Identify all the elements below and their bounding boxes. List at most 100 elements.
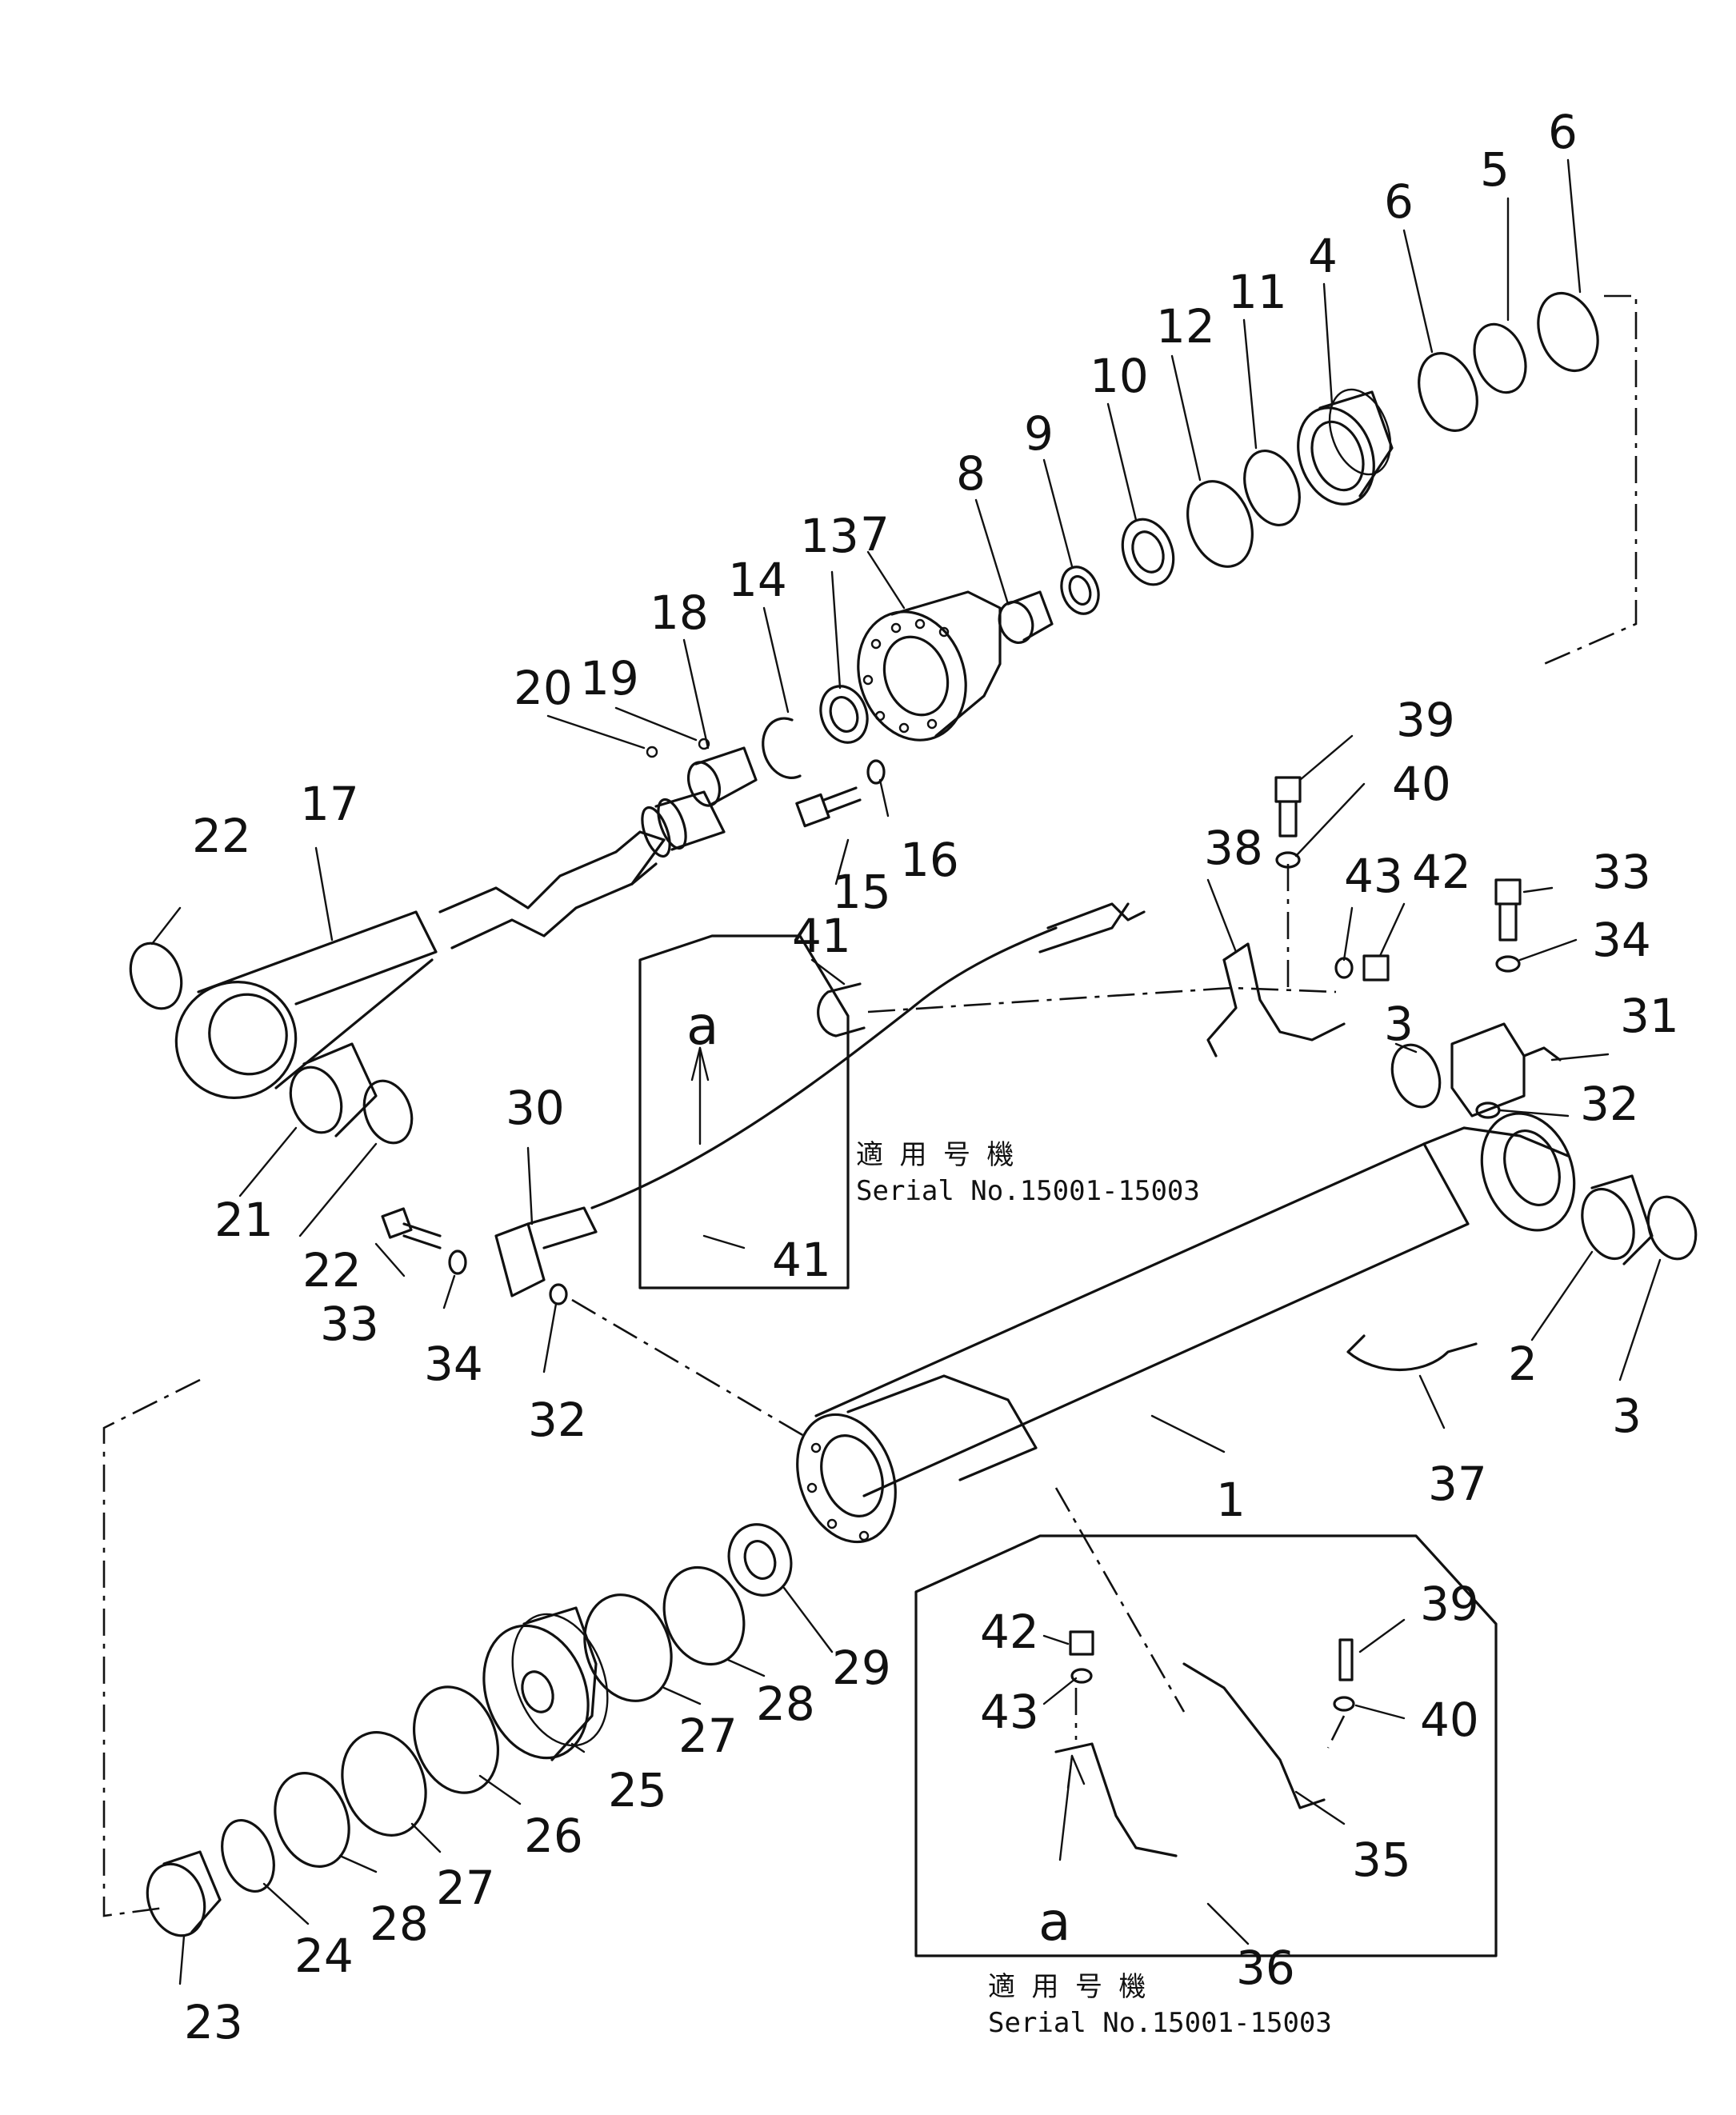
ball-19-part xyxy=(698,738,710,750)
callout-3: 3 xyxy=(1384,997,1414,1051)
callout-13: 13 xyxy=(800,509,859,563)
callout-1: 1 xyxy=(1216,1473,1246,1527)
nut-42-part xyxy=(1362,954,1390,982)
cylinder-head-part xyxy=(857,590,1002,742)
washer-34b-part xyxy=(1495,955,1521,973)
ring-11-part xyxy=(1243,449,1301,527)
nut-29-part xyxy=(727,1523,793,1597)
callout-43: 43 xyxy=(980,1685,1039,1739)
serial-note-lower-line1: 適 用 号 機 xyxy=(988,1971,1146,2003)
bushing-21-part xyxy=(289,1042,378,1137)
callout-38: 38 xyxy=(1204,821,1263,875)
bolt-33b-part xyxy=(1494,878,1522,942)
callout-9: 9 xyxy=(1024,406,1054,461)
callout-20: 20 xyxy=(514,661,573,715)
ring-13-part xyxy=(819,685,869,744)
callout-40: 40 xyxy=(1420,1693,1479,1747)
callout-27: 27 xyxy=(678,1709,738,1763)
callout-40: 40 xyxy=(1392,757,1451,811)
callout-5: 5 xyxy=(1480,142,1510,197)
seal-9-part xyxy=(1060,566,1100,615)
bolt-33a-part xyxy=(381,1207,442,1249)
dust-seal-3a-part xyxy=(1390,1043,1442,1109)
u-pipe-41-part xyxy=(817,982,866,1038)
ring-5-part xyxy=(1473,322,1527,394)
ring-6a-part xyxy=(1418,351,1478,433)
callout-35: 35 xyxy=(1352,1833,1411,1887)
ring-6b-part xyxy=(1537,291,1599,373)
callout-31: 31 xyxy=(1620,989,1679,1043)
centerline-clamp xyxy=(867,986,1337,1014)
serial-note-lower-line2: Serial No.15001-15003 xyxy=(988,2007,1332,2039)
bushing-part xyxy=(686,746,758,807)
callout-16: 16 xyxy=(900,833,959,887)
callout-27: 27 xyxy=(436,1861,495,1915)
serial-note-upper: 適 用 号 機 Serial No.15001-15003 xyxy=(856,1139,1200,1207)
callout-28: 28 xyxy=(756,1677,815,1731)
inset-box-a xyxy=(638,934,850,1289)
piston-part xyxy=(1297,388,1394,506)
callout-28: 28 xyxy=(370,1897,429,1951)
inset-b-parts xyxy=(1054,1630,1355,1857)
snap-ring-part xyxy=(762,717,802,779)
ring-24-part xyxy=(221,1818,275,1893)
piping-group xyxy=(494,902,1562,1371)
callout-42: 42 xyxy=(1412,845,1471,899)
hose-part xyxy=(590,926,1058,1209)
callout-41: 41 xyxy=(792,909,851,963)
piston-rod-part xyxy=(174,790,726,1099)
callout-21: 21 xyxy=(214,1193,274,1247)
callout-33: 33 xyxy=(320,1297,379,1351)
dust-seal-22b-part xyxy=(362,1079,414,1145)
dust-seal-3b-part xyxy=(1646,1195,1698,1261)
piston-25-part xyxy=(482,1606,609,1761)
ring-28a-part xyxy=(662,1565,746,1666)
callout-32: 32 xyxy=(1580,1077,1639,1131)
callout-43: 43 xyxy=(1344,849,1403,903)
ring-26-part xyxy=(412,1685,500,1794)
washer-34a-part xyxy=(448,1249,467,1275)
ball-20-part xyxy=(646,746,658,758)
callout-30: 30 xyxy=(506,1081,565,1135)
callout-42: 42 xyxy=(980,1605,1039,1659)
bushing-2-part xyxy=(1581,1174,1654,1265)
callout-23: 23 xyxy=(184,1995,243,2049)
callout-32: 32 xyxy=(528,1393,587,1447)
bolt-39-part xyxy=(1274,776,1302,838)
washer-16-part xyxy=(866,759,886,785)
callout-25: 25 xyxy=(608,1763,667,1817)
leader-lines xyxy=(150,158,1662,1985)
callout-24: 24 xyxy=(294,1929,354,1983)
ring-27b-part xyxy=(341,1731,427,1837)
lower-parts-group xyxy=(146,1523,793,1937)
washer-43-part xyxy=(1334,957,1354,979)
callout-8: 8 xyxy=(956,446,986,501)
callout-17: 17 xyxy=(300,777,359,831)
view-letter-a: a xyxy=(686,995,718,1057)
callout-numbers: 6564111210987131418192017222122151639403… xyxy=(184,105,1679,2049)
block-31-part xyxy=(1450,1022,1562,1117)
clamp-37-part xyxy=(1346,1334,1478,1371)
cylinder-tube-part xyxy=(796,1112,1576,1544)
rod-assembly-group xyxy=(129,291,1599,1145)
callout-6: 6 xyxy=(1384,174,1414,229)
callout-41: 41 xyxy=(772,1233,831,1287)
callout-14: 14 xyxy=(728,553,787,607)
ring-10-part xyxy=(1121,518,1175,586)
centerline-upper xyxy=(1543,294,1638,666)
oring-32a-part xyxy=(549,1283,568,1305)
ring-28b-part xyxy=(274,1772,350,1868)
flange-30-part xyxy=(494,1206,598,1297)
view-letters: aa xyxy=(686,995,1070,1953)
serial-note-upper-line2: Serial No.15001-15003 xyxy=(856,1175,1200,1207)
serial-note-lower: 適 用 号 機 Serial No.15001-15003 xyxy=(988,1971,1332,2039)
callout-4: 4 xyxy=(1308,229,1338,283)
callout-12: 12 xyxy=(1156,299,1215,354)
callout-18: 18 xyxy=(650,586,709,640)
centerline-bracket xyxy=(1054,1487,1186,1713)
washer-40-part xyxy=(1275,851,1301,869)
cushion-23-part xyxy=(146,1850,222,1937)
centerline-port xyxy=(571,1298,805,1437)
callout-15: 15 xyxy=(832,865,891,919)
